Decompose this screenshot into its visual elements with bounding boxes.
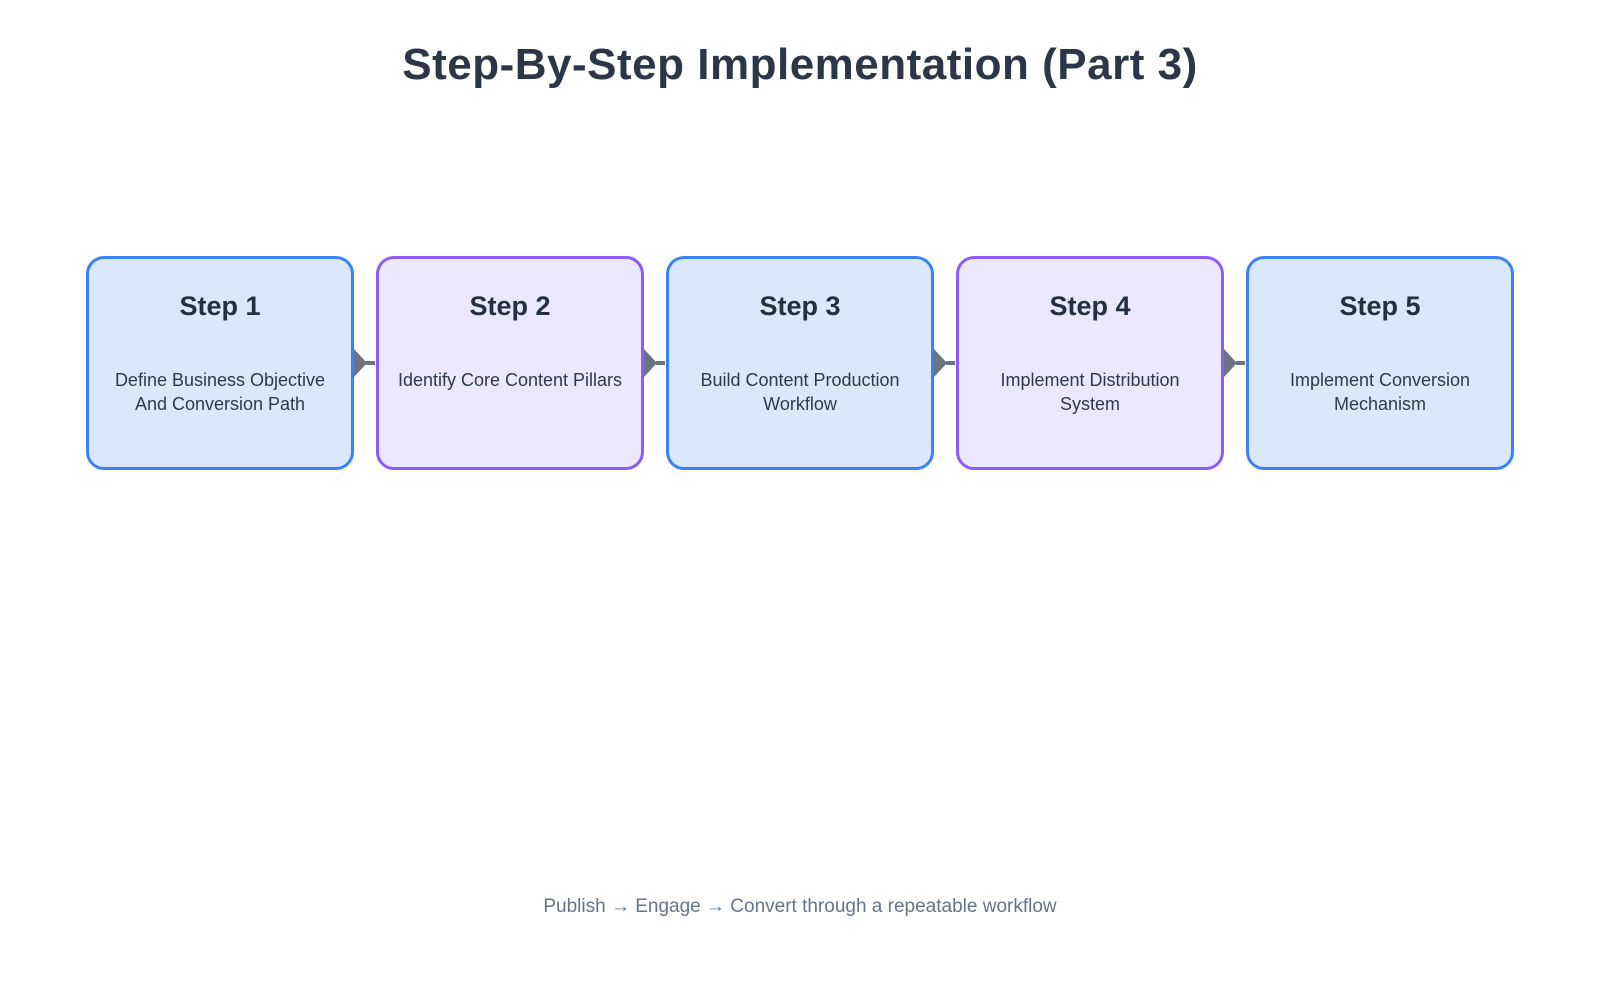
step-4-description: Implement Distribution System [1000,370,1180,414]
step-1-label: Step 1 [179,291,261,321]
step-flow: Step 1 Define Business Objective And Con… [0,256,1600,470]
step-1-description: Define Business Objective And Conversion… [114,370,326,414]
flow-connector [934,256,956,470]
page-title: Step-By-Step Implementation (Part 3) [402,40,1198,89]
step-3-label: Step 3 [759,291,841,321]
arrow-right-icon [644,349,665,377]
arrow-right-icon [354,349,375,377]
arrow-right-icon [934,349,955,377]
step-3-description: Build Content Production Workflow [700,370,900,414]
step-card-1: Step 1 Define Business Objective And Con… [86,256,354,470]
step-card-2: Step 2 Identify Core Content Pillars [376,256,644,470]
flow-connector [644,256,666,470]
flow-connector [354,256,376,470]
workflow-caption: Publish → Engage → Convert through a rep… [543,896,1057,917]
arrow-right-icon [1224,349,1245,377]
step-5-description: Implement Conversion Mechanism [1289,370,1471,414]
step-2-label: Step 2 [469,291,551,321]
step-2-description: Identify Core Content Pillars [397,370,623,390]
step-card-4: Step 4 Implement Distribution System [956,256,1224,470]
step-card-3: Step 3 Build Content Production Workflow [666,256,934,470]
flow-connector [1224,256,1246,470]
step-4-label: Step 4 [1049,291,1131,321]
step-card-5: Step 5 Implement Conversion Mechanism [1246,256,1514,470]
step-5-label: Step 5 [1339,291,1421,321]
